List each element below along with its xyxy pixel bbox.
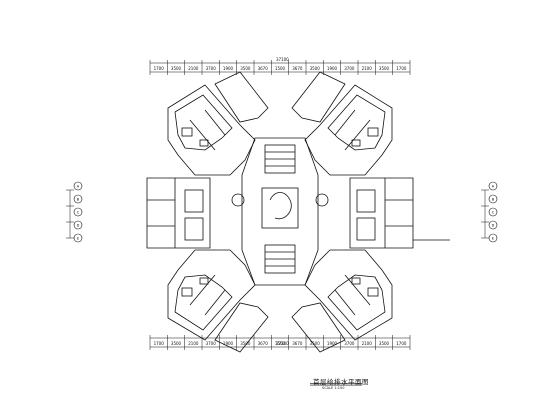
axis-bubble-label: B — [492, 197, 495, 201]
dimension-label: 3500 — [240, 66, 251, 71]
dimension-label: 3500 — [310, 66, 321, 71]
block-right — [349, 177, 414, 249]
axis-bubble — [488, 194, 498, 204]
wing-upper-left — [167, 71, 269, 176]
wing-lower-right — [291, 249, 393, 353]
dimension-label: 3500 — [171, 341, 182, 346]
axis-bubble — [73, 194, 83, 204]
top-total-dimension: 37100 — [276, 57, 289, 62]
axis-bubble-label: C — [77, 210, 80, 214]
dimension-label: 3670 — [292, 341, 303, 346]
axis-bubble — [73, 220, 83, 230]
drawing-scale-note: SCALE 1:100 — [322, 386, 345, 390]
dimension-label: 3500 — [379, 66, 390, 71]
dimension-label: 1700 — [154, 341, 165, 346]
axis-bubble-label: E — [492, 236, 494, 240]
dimension-label: 1900 — [327, 341, 338, 346]
axis-bubble — [488, 181, 498, 191]
dimension-label: 1700 — [396, 341, 407, 346]
dimension-label: 1900 — [327, 66, 338, 71]
dimension-label: 2100 — [188, 66, 199, 71]
drawing-title: 首层给排水平面图 — [313, 378, 369, 386]
axis-bubble-label: C — [492, 210, 495, 214]
dimension-label: 1700 — [154, 66, 165, 71]
dimension-label: 2100 — [188, 341, 199, 346]
axis-bubble — [73, 181, 83, 191]
axis-bubble — [488, 207, 498, 217]
title-underline — [310, 383, 362, 386]
axis-bubble — [488, 220, 498, 230]
dimension-label: 3700 — [344, 66, 355, 71]
central-core — [231, 137, 329, 286]
axis-bubble-label: B — [77, 197, 80, 201]
axis-bubble — [73, 207, 83, 217]
dimension-label: 1900 — [223, 66, 234, 71]
dimension-label: 1500 — [275, 341, 286, 346]
axis-bubble-label: D — [492, 223, 495, 227]
axis-bubble-label: E — [77, 236, 79, 240]
axis-bubble-label: D — [77, 223, 80, 227]
dimension-label: 3500 — [171, 66, 182, 71]
dimension-label: 3670 — [292, 66, 303, 71]
block-left — [146, 177, 211, 249]
dimension-label: 3700 — [344, 341, 355, 346]
wing-lower-left — [167, 249, 269, 353]
dimension-label: 1700 — [396, 66, 407, 71]
dimension-label: 1500 — [275, 66, 286, 71]
dimension-label: 2100 — [362, 66, 373, 71]
dimension-label: 3670 — [258, 341, 269, 346]
wing-upper-right — [291, 71, 393, 176]
axis-bubble-label: A — [77, 184, 80, 188]
bottom-total-dimension: 37100 — [276, 341, 289, 346]
dimension-label: 1900 — [223, 341, 234, 346]
dimension-label: 3500 — [310, 341, 321, 346]
dimension-label: 3500 — [379, 341, 390, 346]
dimension-label: 2100 — [362, 341, 373, 346]
dimension-label: 3500 — [240, 341, 251, 346]
dimension-label: 3700 — [206, 66, 217, 71]
dimension-label: 3700 — [206, 341, 217, 346]
axis-bubble-label: A — [492, 184, 495, 188]
dimension-label: 3670 — [258, 66, 269, 71]
